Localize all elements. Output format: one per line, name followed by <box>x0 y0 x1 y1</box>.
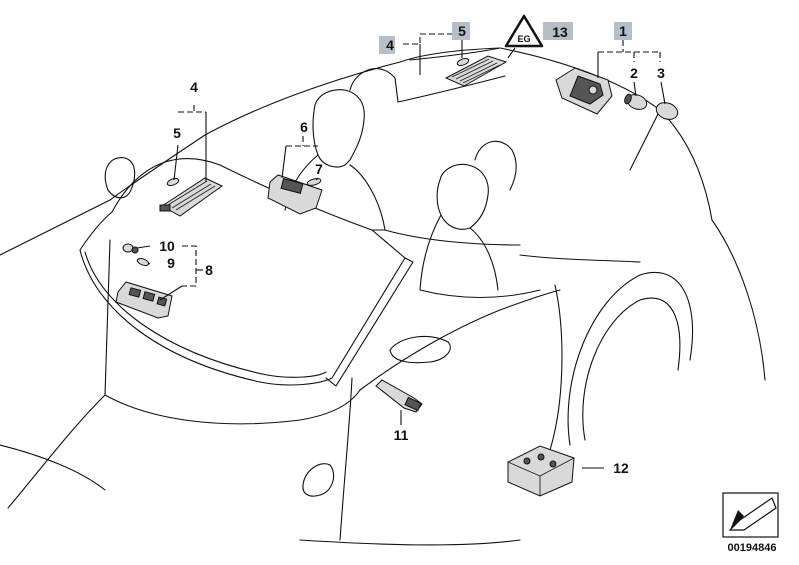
part-4-trunk-light-housing-top <box>444 55 508 87</box>
part-1-rear-light-unit <box>555 67 613 115</box>
leader-lines <box>136 33 666 469</box>
label-4-left: 4 <box>190 79 198 95</box>
part-12-control-module <box>507 445 575 497</box>
highlight-1 <box>614 22 632 40</box>
label-2: 2 <box>630 65 638 81</box>
label-1: 1 <box>619 23 627 39</box>
highlight-4-top <box>379 36 395 54</box>
part-3-bulb <box>655 102 679 120</box>
label-7: 7 <box>315 161 323 177</box>
label-13: 13 <box>552 24 568 40</box>
part-5-visor-bulb <box>166 178 180 186</box>
part-4-visor-light-housing <box>159 177 223 217</box>
highlight-5-top <box>452 22 470 40</box>
part-9-bulb <box>136 258 150 266</box>
warning-symbol-text: EG <box>517 34 530 44</box>
diagram-reference-number: 00194846 <box>728 542 777 554</box>
label-10: 10 <box>159 238 175 254</box>
reference-arrow-icon <box>722 492 779 538</box>
part-11-footwell-light <box>375 379 423 413</box>
label-highlights <box>379 22 632 54</box>
part-7-bulb <box>306 178 322 186</box>
car-outline <box>0 47 766 546</box>
part-2-bulb <box>624 93 648 110</box>
part-5-trunk-bulb-top <box>456 58 470 66</box>
part-6-interior-light <box>267 174 323 215</box>
label-11: 11 <box>394 427 409 443</box>
highlight-13 <box>543 22 573 40</box>
label-3: 3 <box>657 65 665 81</box>
label-5-top: 5 <box>458 23 466 39</box>
label-5-left: 5 <box>173 125 181 141</box>
label-9: 9 <box>167 255 175 271</box>
label-8: 8 <box>205 262 213 278</box>
label-6: 6 <box>300 119 308 135</box>
part-10-bulb <box>122 243 139 254</box>
part-8-switch-panel <box>115 281 173 319</box>
warning-triangle-icon: EG <box>504 14 544 48</box>
label-4-top: 4 <box>386 37 394 53</box>
label-12: 12 <box>613 460 629 476</box>
